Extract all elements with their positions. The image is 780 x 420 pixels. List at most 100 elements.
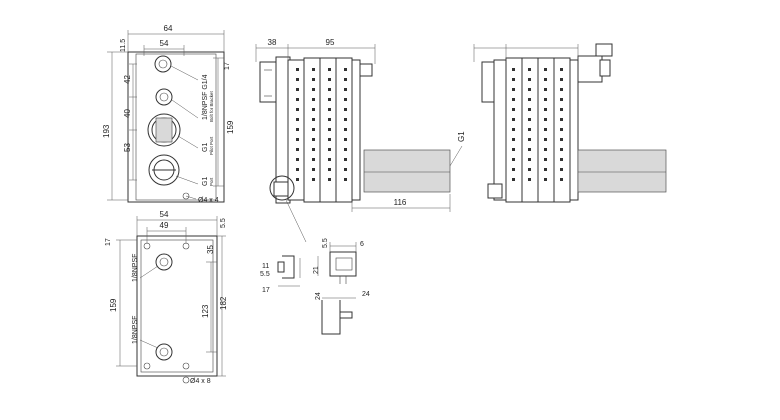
- detail-dim-24-left: 24: [315, 292, 322, 300]
- slot-mark: [560, 118, 563, 121]
- dim-right-height: 159: [226, 120, 235, 134]
- dim-side-95: 95: [326, 38, 335, 47]
- front-pilot-port: [155, 88, 173, 106]
- slot-mark: [296, 128, 299, 131]
- slot-mark: [528, 178, 531, 181]
- slot-mark: [512, 88, 515, 91]
- detail-dim-21: 21: [313, 266, 320, 274]
- detail-dim-11: 11: [262, 263, 269, 270]
- slot-mark: [296, 138, 299, 141]
- detail-dim-5-5-left: 5.5: [260, 271, 270, 278]
- slot-mark: [296, 98, 299, 101]
- slot-mark: [328, 158, 331, 161]
- dim-bottom-159: 159: [109, 298, 118, 312]
- slot-mark: [296, 108, 299, 111]
- slot-mark: [560, 108, 563, 111]
- slot-mark: [528, 78, 531, 81]
- front-view-inner-body: [135, 53, 217, 201]
- detail-bracket-front: [329, 251, 357, 277]
- slot-mark: [328, 128, 331, 131]
- slot-mark: [512, 98, 515, 101]
- side-slot-grid: [296, 68, 347, 181]
- detail-dim-5-5-top: 5.5: [322, 238, 329, 248]
- slot-mark: [544, 68, 547, 71]
- slot-mark: [528, 88, 531, 91]
- port-mid-label: G1: [202, 143, 209, 152]
- slot-mark: [312, 68, 315, 71]
- slot-mark: [512, 118, 515, 121]
- front-view: 64 54 11.5 17 42 40 53 193 159 1/8NPSF G…: [102, 24, 235, 204]
- port-mid-note: Pilot Port: [209, 136, 214, 155]
- bottom-hole-note: Ø4 x 8: [190, 378, 211, 385]
- slot-mark: [528, 118, 531, 121]
- bottom-view-body: [136, 235, 218, 377]
- dim-side-38: 38: [268, 38, 277, 47]
- mounting-hole-icon: [182, 192, 190, 200]
- slot-mark: [328, 108, 331, 111]
- dim-overall-height: 193: [102, 124, 111, 138]
- slot-mark: [544, 118, 547, 121]
- dim-seg-40: 40: [123, 109, 132, 118]
- slot-mark: [344, 128, 347, 131]
- slot-mark: [560, 128, 563, 131]
- slot-mark: [296, 158, 299, 161]
- slot-mark: [328, 118, 331, 121]
- slot-mark: [328, 88, 331, 91]
- slot-mark: [528, 138, 531, 141]
- dim-bottom-35: 35: [206, 245, 215, 254]
- slot-mark: [296, 88, 299, 91]
- slot-mark: [296, 178, 299, 181]
- slot-mark: [560, 178, 563, 181]
- slot-mark: [328, 178, 331, 181]
- slot-mark: [512, 178, 515, 181]
- slot-mark: [296, 68, 299, 71]
- slot-mark: [544, 148, 547, 151]
- slot-mark: [344, 168, 347, 171]
- dim-top-width: 64: [164, 24, 173, 33]
- port-bottom-note: Port: [209, 177, 214, 186]
- detail-l-bracket: [321, 300, 341, 335]
- bottom-port-bottom-label: 1/8NPSF: [132, 316, 139, 344]
- slot-mark: [312, 128, 315, 131]
- detail-dim-6: 6: [360, 241, 364, 248]
- slot-mark: [560, 78, 563, 81]
- detail-dim-24-right: 24: [362, 291, 370, 298]
- slot-mark: [528, 158, 531, 161]
- dim-side-116: 116: [394, 198, 407, 207]
- slot-mark: [560, 88, 563, 91]
- slot-mark: [560, 158, 563, 161]
- alt-valve: [577, 55, 603, 83]
- alt-slot-grid: [512, 68, 563, 181]
- slot-mark: [328, 78, 331, 81]
- slot-mark: [328, 98, 331, 101]
- front-top-port: [154, 55, 172, 73]
- slot-mark: [560, 68, 563, 71]
- slot-mark: [296, 148, 299, 151]
- slot-mark: [528, 148, 531, 151]
- port-top-label: 1/8NPSF G1/4: [202, 74, 209, 120]
- port-top-note: Bolt for Bracket: [209, 90, 214, 122]
- slot-mark: [328, 148, 331, 151]
- slot-mark: [344, 108, 347, 111]
- slot-mark: [312, 168, 315, 171]
- side-view-alt: [473, 43, 667, 203]
- slot-mark: [512, 168, 515, 171]
- front-bottom-port: [148, 154, 180, 186]
- bottom-view: 54 49 5.5 17 35 159 123 182 1/8NPSF 1/8N…: [105, 210, 228, 385]
- slot-mark: [328, 168, 331, 171]
- dim-seg-42: 42: [123, 75, 132, 84]
- bottom-top-port: [155, 253, 173, 271]
- dim-top-margin: 11.5: [120, 39, 127, 52]
- corner-hole-icon: [182, 362, 190, 370]
- slot-mark: [560, 168, 563, 171]
- slot-mark: [312, 98, 315, 101]
- slot-mark: [544, 88, 547, 91]
- slot-mark: [296, 168, 299, 171]
- dim-seg-53: 53: [123, 143, 132, 152]
- slot-mark: [328, 138, 331, 141]
- dim-right-margin: 17: [224, 62, 231, 70]
- port-bottom-label: G1: [202, 177, 209, 186]
- slot-mark: [312, 78, 315, 81]
- slot-mark: [528, 98, 531, 101]
